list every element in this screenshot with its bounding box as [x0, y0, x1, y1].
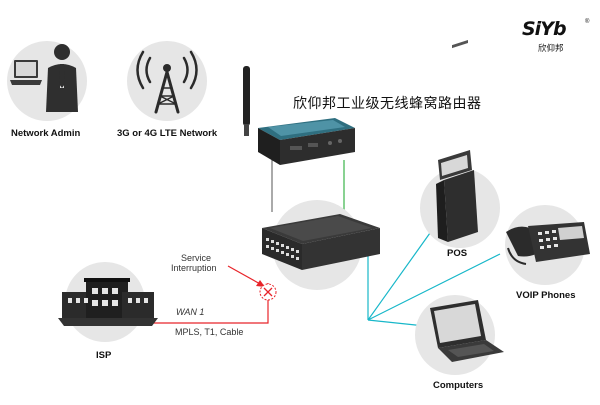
isp-icon	[58, 278, 158, 326]
interruption-arrow	[227, 265, 263, 286]
admin-icon	[10, 44, 78, 112]
router-device	[243, 66, 355, 165]
lan-line-computers	[367, 319, 426, 327]
wan-types-label: MPLS, T1, Cable	[175, 327, 244, 337]
label-voip: VOIP Phones	[516, 290, 576, 301]
logo-text: SiYb	[522, 18, 567, 40]
tower-icon	[136, 50, 198, 114]
laptop-icon	[430, 300, 504, 362]
interruption-marker	[259, 283, 277, 301]
label-lte-network: 3G or 4G LTE Network	[117, 128, 218, 139]
label-pos: POS	[447, 248, 468, 259]
service-interruption-line1: Service	[181, 253, 212, 263]
switch-device	[262, 214, 380, 270]
label-isp: ISP	[96, 350, 112, 361]
wan-label: WAN 1	[176, 307, 205, 317]
pos-icon	[436, 39, 478, 242]
phone-icon	[506, 222, 590, 265]
lan-line-voip	[367, 253, 501, 321]
diagram-title: 欣仰邦工业级无线蜂窝路由器	[293, 96, 482, 112]
label-network-admin: Network Admin	[11, 128, 81, 139]
tower-circle	[127, 41, 207, 121]
arrow-head	[256, 280, 265, 287]
connection-lines	[150, 160, 501, 327]
registered-mark: ®	[585, 19, 590, 25]
logo-subtitle: 欣仰邦	[538, 44, 564, 54]
service-interruption-line2: Interruption	[171, 263, 217, 273]
brand-logo: SiYb ® 欣仰邦	[522, 18, 592, 60]
wan-line	[150, 283, 269, 324]
label-computers: Computers	[433, 380, 484, 391]
lan-line-pos	[367, 232, 431, 321]
